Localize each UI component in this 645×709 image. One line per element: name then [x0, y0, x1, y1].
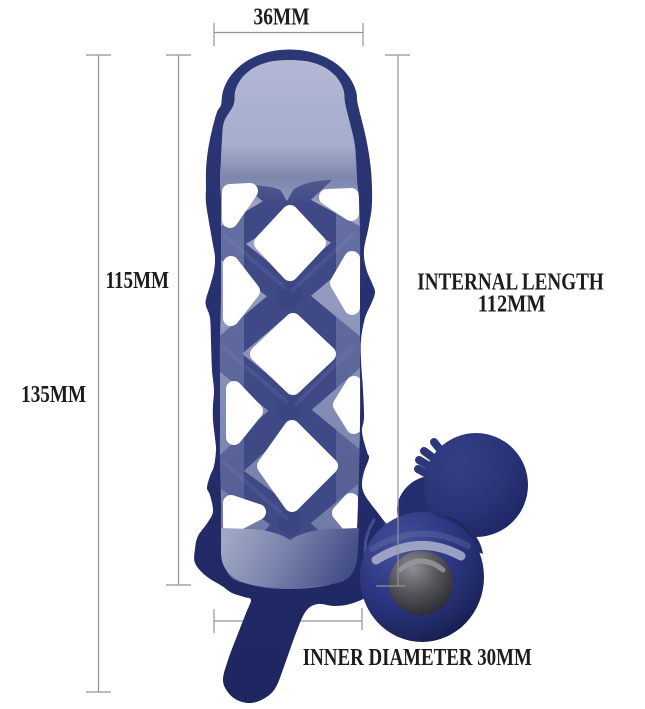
svg-text:INTERNAL LENGTH: INTERNAL LENGTH: [417, 270, 604, 296]
svg-text:115MM: 115MM: [106, 268, 170, 294]
svg-text:36MM: 36MM: [254, 5, 310, 31]
svg-text:135MM: 135MM: [21, 382, 86, 408]
svg-text:INNER DIAMETER 30MM: INNER DIAMETER 30MM: [303, 645, 532, 671]
svg-text:112MM: 112MM: [478, 292, 546, 318]
